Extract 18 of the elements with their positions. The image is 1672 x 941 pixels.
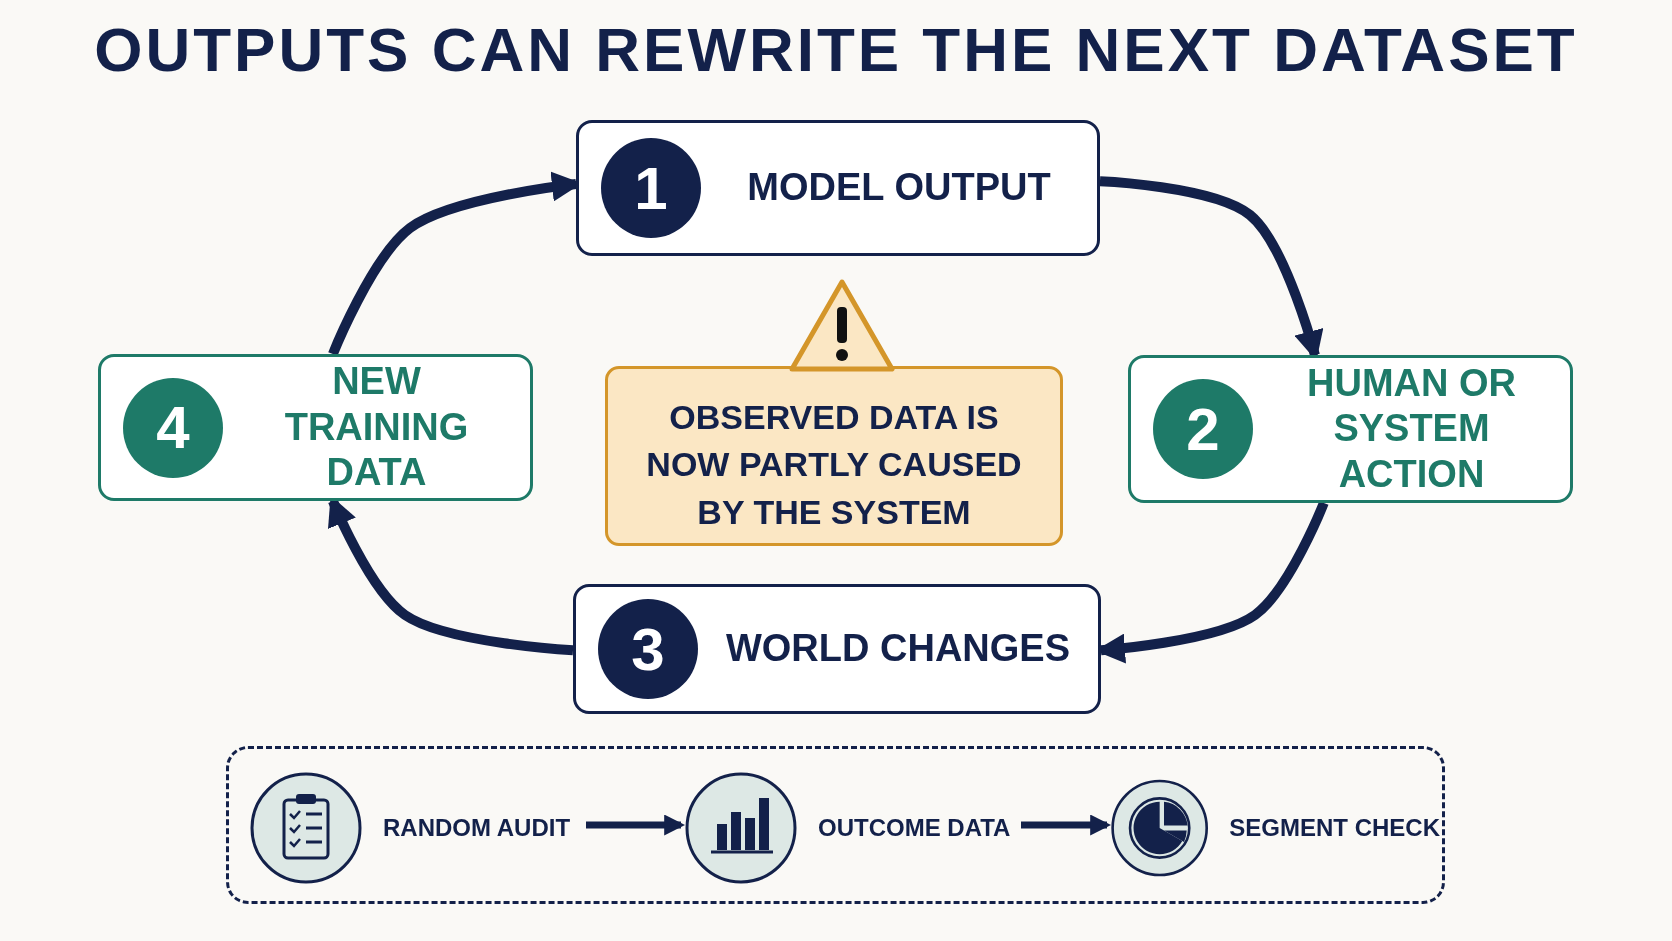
step-box xyxy=(1128,355,1573,503)
step-number: 1 xyxy=(601,138,701,238)
step-label: HUMAN OR SYSTEM ACTION xyxy=(1306,360,1517,497)
step-box xyxy=(576,120,1100,256)
check-label: SEGMENT CHECK xyxy=(1229,814,1440,842)
title: OUTPUTS CAN REWRITE THE NEXT DATASET xyxy=(93,14,1579,85)
step-number: 2 xyxy=(1153,379,1253,479)
warning-text: OBSERVED DATA IS NOW PARTLY CAUSED BY THE SYSTEM xyxy=(645,396,1023,533)
step-label: NEW TRAINING DATA xyxy=(283,359,470,496)
step-label: MODEL OUTPUT xyxy=(746,165,1052,211)
step-label: WORLD CHANGES xyxy=(724,626,1072,672)
step-box xyxy=(98,354,533,501)
step-number: 4 xyxy=(123,377,223,478)
step-box xyxy=(573,584,1101,714)
step-number: 3 xyxy=(598,599,698,699)
dashed-group-frame xyxy=(226,746,1445,904)
check-label: RANDOM AUDIT xyxy=(383,814,571,842)
check-label: OUTCOME DATA xyxy=(818,814,1011,842)
